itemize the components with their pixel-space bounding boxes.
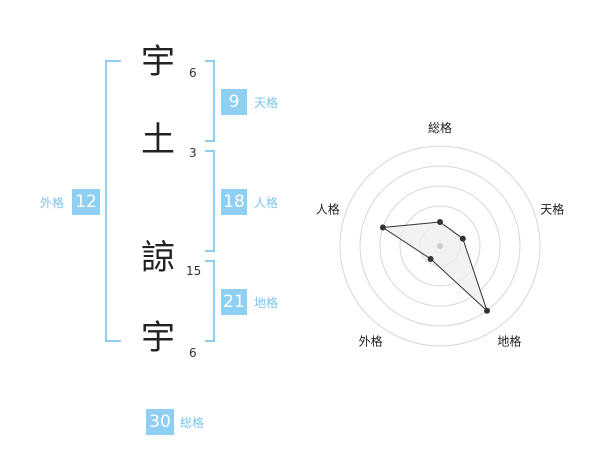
jinkaku-label: 人格 <box>254 196 279 210</box>
chikaku-badge: 21 <box>221 289 247 315</box>
chikaku-label: 地格 <box>254 296 279 310</box>
tenkaku-badge: 9 <box>221 89 247 115</box>
radar-ring-4 <box>359 165 521 327</box>
radar-axis-label-4: 外格 <box>359 333 383 348</box>
name-char-2: 土 <box>141 120 175 160</box>
soukaku-badge: 30 <box>146 409 174 435</box>
gaikaku-badge: 12 <box>72 189 100 215</box>
jinkaku-badge: 18 <box>221 189 247 215</box>
radar-series-polygon <box>381 221 488 312</box>
name-char-4: 宇 <box>141 318 175 358</box>
stroke-count-2: 3 <box>189 146 197 160</box>
radar-ring-2 <box>399 205 481 287</box>
chikaku-bracket <box>205 260 215 342</box>
radar-rings <box>339 145 541 347</box>
radar-ring-3 <box>379 185 501 307</box>
tenkaku-label: 天格 <box>254 96 279 110</box>
radar-axis-label-3: 地格 <box>497 333 521 348</box>
name-char-1: 宇 <box>141 42 175 82</box>
radar-point-2 <box>459 235 466 242</box>
radar-axis-label-5: 人格 <box>316 202 340 217</box>
radar-point-4 <box>427 255 434 262</box>
gaikaku-label: 外格 <box>40 196 65 210</box>
radar-center-dot <box>437 243 443 249</box>
radar-point-5 <box>379 224 386 231</box>
gaikaku-bracket <box>105 60 121 342</box>
radar-axis-label-1: 総格 <box>428 120 452 135</box>
stroke-count-4: 6 <box>189 346 197 360</box>
soukaku-label: 総格 <box>180 416 205 430</box>
radar-point-1 <box>437 219 443 225</box>
radar-point-3 <box>484 307 491 314</box>
tenkaku-bracket <box>205 60 215 142</box>
radar-ring-5 <box>339 145 541 347</box>
name-char-3: 諒 <box>141 238 175 278</box>
stroke-count-3: 15 <box>186 264 202 278</box>
jinkaku-bracket <box>205 150 215 252</box>
stroke-count-1: 6 <box>189 66 197 80</box>
radar-axis-label-2: 天格 <box>540 202 564 217</box>
